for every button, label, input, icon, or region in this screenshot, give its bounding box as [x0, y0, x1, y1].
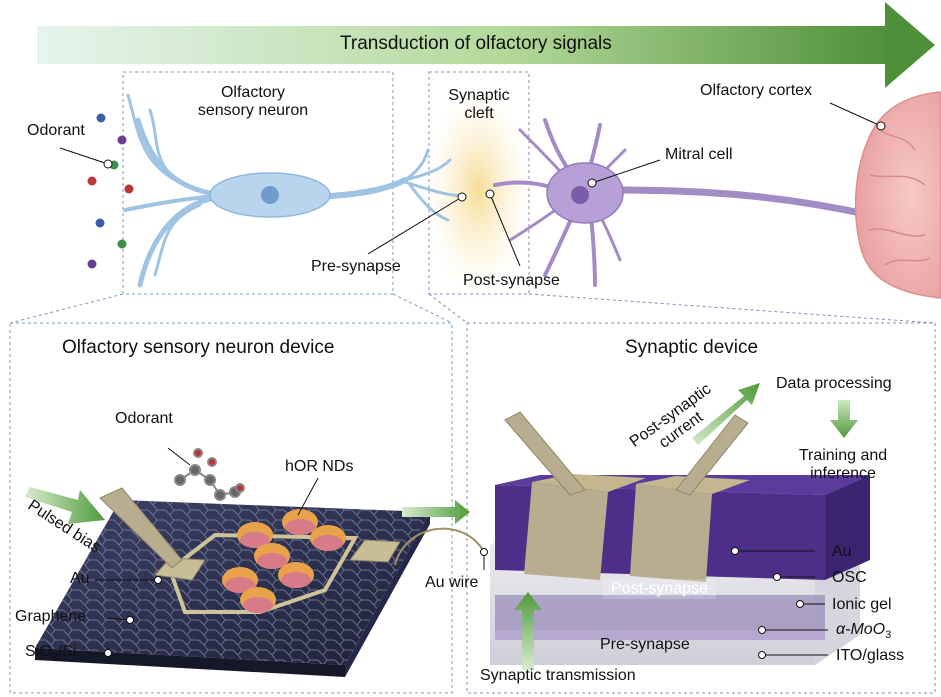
au-label-left: Au [70, 570, 90, 587]
synaptic-cleft-label-line2: cleft [464, 104, 494, 122]
device-link-arrow [402, 500, 470, 524]
data-processing-label: Data processing [776, 375, 892, 392]
odorant-label: Odorant [27, 122, 85, 139]
training-inference-label: Training and inference [780, 447, 906, 482]
training-line2: inference [810, 464, 876, 482]
au-wire [394, 527, 484, 566]
substrate-label: SiO2/Si [25, 643, 76, 663]
left-leader-lines [92, 447, 319, 657]
transduction-arrow [37, 2, 935, 88]
mitral-cell-label: Mitral cell [665, 146, 733, 163]
layer-moo3-label: α-MoO3 [836, 621, 891, 641]
right-leader-lines [480, 547, 828, 659]
synaptic-cleft-label-line1: Synaptic [448, 87, 510, 104]
post-synapse-label: Post-synapse [463, 272, 560, 289]
synaptic-cleft-glow [426, 85, 530, 295]
olfactory-cortex-brain [854, 91, 941, 299]
sensory-neuron-label-line1: Olfactory [220, 84, 285, 101]
synaptic-device-title: Synaptic device [625, 337, 759, 358]
sensory-device [25, 448, 430, 677]
sensory-device-title: Olfactory sensory neuron device [62, 337, 335, 358]
synaptic-device [490, 383, 870, 670]
training-line1: Training and [798, 447, 888, 464]
substrate-label-main: SiO [25, 643, 52, 660]
synaptic-device-box [466, 322, 936, 694]
hor-nds-label: hOR NDs [285, 458, 354, 475]
banner-title: Transduction of olfactory signals [340, 33, 612, 54]
odorant-molecules [87, 113, 134, 269]
substrate-label-tail: /Si [57, 643, 77, 660]
layer-osc-label: OSC [832, 569, 867, 586]
layer-ito-label: ITO/glass [836, 647, 905, 664]
odorant-molecule-chain [174, 448, 245, 501]
hor-nanodiscs [222, 509, 346, 613]
graphene-label: Graphene [15, 608, 87, 625]
layer-ionic-gel-label: Ionic gel [832, 596, 892, 613]
substrate-label-sub: 2 [51, 651, 58, 664]
layer-au-label: Au [832, 543, 852, 560]
top-leader-lines [59, 102, 886, 267]
pre-synapse-label: Pre-synapse [311, 258, 401, 275]
device-odorant-label: Odorant [115, 410, 173, 427]
olfactory-cortex-label: Olfactory cortex [700, 82, 813, 99]
synaptic-transmission-label: Synaptic transmission [480, 667, 636, 684]
layer-moo3-sub: 3 [885, 629, 892, 642]
sensory-neuron-label-line2: sensory neuron [197, 101, 309, 119]
device-pre-synapse-label: Pre-synapse [600, 636, 690, 653]
sensory-neuron [123, 93, 464, 288]
synaptic-cleft-label: Synaptic cleft [434, 87, 524, 122]
sensory-neuron-label: Olfactory sensory neuron [183, 84, 323, 119]
device-post-synapse-label: Post-synapse [603, 579, 716, 599]
layer-moo3-prefix: α-MoO [836, 621, 886, 638]
au-wire-label: Au wire [425, 574, 479, 591]
